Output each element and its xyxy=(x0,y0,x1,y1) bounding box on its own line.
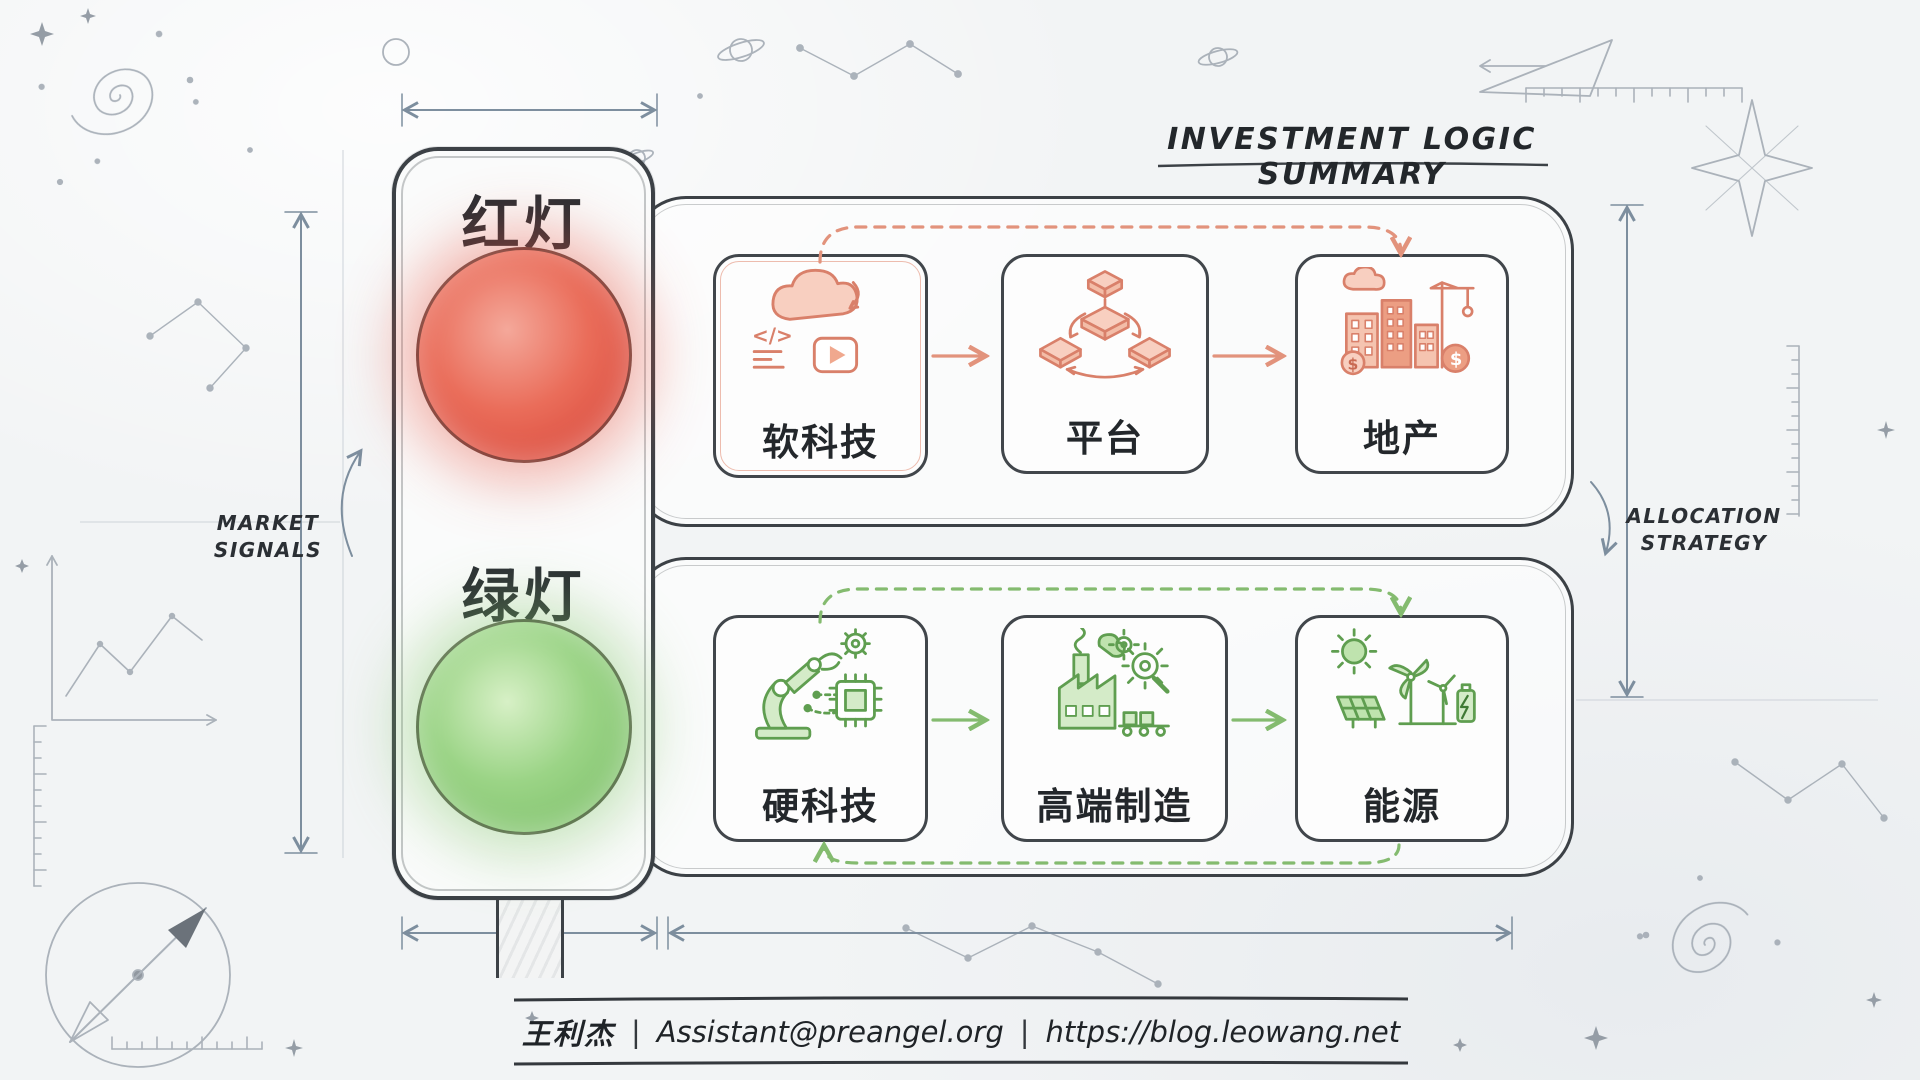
card-label: 地产 xyxy=(1363,417,1441,460)
footer-separator: | xyxy=(630,1015,641,1049)
green-light-label: 绿灯 xyxy=(461,562,586,630)
svg-text:$: $ xyxy=(1450,349,1462,370)
card-label: 平台 xyxy=(1066,417,1144,460)
factory-gears-icon xyxy=(1057,628,1170,737)
svg-text:</>: </> xyxy=(751,324,792,348)
footer: 王利杰 | Assistant@preangel.org | https://b… xyxy=(514,1007,1408,1057)
compass-doodle xyxy=(45,882,231,1068)
galaxy-doodle xyxy=(38,30,199,165)
market-signals-label: MARKET SIGNALS xyxy=(213,511,323,562)
svg-text:$: $ xyxy=(1347,355,1358,373)
allocation-strategy-label: ALLOCATION STRATEGY xyxy=(1626,504,1782,555)
footer-separator: | xyxy=(1019,1015,1030,1049)
saturn-icon xyxy=(1197,47,1239,67)
triangle-doodle xyxy=(1479,39,1613,97)
card-energy: 能源 xyxy=(1295,615,1509,842)
traffic-light: 红灯 绿灯 xyxy=(392,147,655,900)
footer-rule-bottom xyxy=(513,1060,1409,1066)
platform-network-icon xyxy=(1039,270,1171,379)
footer-rule-top xyxy=(513,996,1409,1002)
saturn-icon xyxy=(717,38,765,62)
ruler-doodle xyxy=(33,725,47,887)
card-real-estate: $ $ 地产 xyxy=(1295,254,1509,474)
market-signals-arrow xyxy=(340,452,360,557)
card-label: 能源 xyxy=(1363,785,1441,828)
page-title: INVESTMENT LOGIC SUMMARY xyxy=(1167,122,1537,192)
galaxy-doodle xyxy=(1636,901,1781,973)
real-estate-icon: $ $ xyxy=(1340,267,1475,376)
axis-chart-doodle xyxy=(46,555,217,726)
red-light-label: 红灯 xyxy=(461,190,586,258)
green-track-panel: 硬科技 xyxy=(632,557,1574,877)
ruler-doodle xyxy=(1525,87,1743,103)
footer-author: 王利杰 xyxy=(521,1017,615,1051)
constellation-doodle xyxy=(796,40,962,80)
renewable-energy-icon xyxy=(1331,628,1476,729)
constellation-doodle xyxy=(902,922,1162,988)
card-label: 硬科技 xyxy=(762,785,879,828)
footer-url: https://blog.leowang.net xyxy=(1045,1015,1401,1049)
ruler-doodle xyxy=(111,1036,263,1050)
footer-email: Assistant@preangel.org xyxy=(656,1015,1004,1049)
green-light xyxy=(415,619,632,835)
card-hard-tech: 硬科技 xyxy=(713,615,928,842)
cloud-software-icon: </> xyxy=(751,268,860,374)
allocation-arrow xyxy=(1590,481,1610,552)
card-soft-tech: </> 软科技 xyxy=(713,254,928,478)
robot-arm-chip-icon xyxy=(754,628,883,740)
card-label: 软科技 xyxy=(762,421,879,464)
circle-doodle xyxy=(382,38,410,66)
card-platform: 平台 xyxy=(1001,254,1209,474)
red-light xyxy=(415,247,632,463)
ruler-doodle xyxy=(1786,345,1800,517)
card-advanced-manufacturing: 高端制造 xyxy=(1001,615,1228,842)
constellation-doodle xyxy=(146,298,250,392)
red-track-panel: </> 软科技 xyxy=(632,196,1574,527)
constellation-doodle xyxy=(1731,758,1888,822)
traffic-light-pole xyxy=(496,898,564,978)
compass-star-doodle xyxy=(1691,99,1813,237)
card-label: 高端制造 xyxy=(1036,785,1193,828)
arrow-doodle xyxy=(1479,59,1546,73)
